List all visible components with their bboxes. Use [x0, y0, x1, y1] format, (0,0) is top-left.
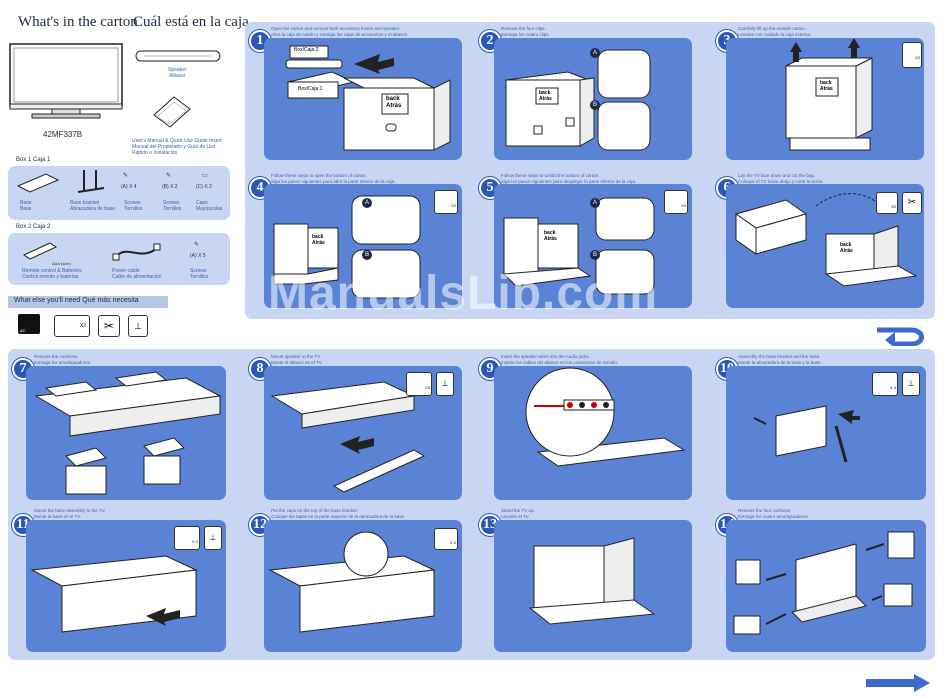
cap-x2-icon-12: X 2 — [434, 528, 458, 550]
box1-tag: Box/Caja 1 — [298, 86, 323, 92]
tv-illustration — [8, 42, 124, 120]
power-cable-icon — [112, 243, 161, 261]
step-12-illustration: X 2 — [264, 520, 462, 652]
speaker-illustration — [134, 45, 222, 67]
screw-a-qty: (A) X 4 — [121, 184, 137, 190]
title-es: Cuál está en la caja — [133, 14, 249, 30]
step-14-text: Remove the four cushions.Extraiga los cu… — [738, 508, 810, 519]
screw-b-icon: ✎ — [166, 173, 172, 179]
callout-a-4: A — [362, 198, 372, 208]
people-x2-icon-3: X2 — [902, 42, 922, 68]
battery-size: AAA (size) — [52, 261, 71, 266]
step-4-text: Follow these steps to open the bottom of… — [271, 173, 396, 184]
screw-b-qty: (B) X 2 — [162, 184, 178, 190]
manual-illustration — [150, 93, 194, 131]
people-x2-icon-6: X2 — [876, 192, 898, 214]
two-people-icon: X2 — [54, 315, 90, 337]
box2-label: Box 2 Caja 2 — [16, 224, 51, 230]
step-13-illustration — [494, 520, 692, 652]
callout-b-4: B — [362, 250, 372, 260]
box2-tag: Box/Caja 2 — [294, 47, 319, 53]
callout-b-5: B — [590, 250, 600, 260]
turn-arrow-icon — [875, 322, 931, 348]
step-14-illustration — [726, 520, 926, 652]
step-11-text: Mount the base assembly to the TV.Monte … — [34, 508, 106, 519]
callout-b: B — [590, 100, 600, 110]
screw-c-icon: ✎ — [194, 242, 200, 248]
need-tools: AC X2 ✂ ⊥ — [18, 314, 148, 338]
callout-a-5: A — [590, 198, 600, 208]
base-bracket-icon — [77, 170, 105, 193]
remote-icon — [22, 242, 58, 260]
step-12-text: Put the caps on the top of the base brac… — [271, 508, 406, 519]
cap-icon: ▭ — [202, 173, 208, 179]
step-1-text: Open the carton and remove both accessor… — [271, 26, 409, 37]
step-7-text: Remove the cushions.Extraiga los amortig… — [34, 354, 92, 365]
screwdriver-icon-8: ⊥ — [436, 372, 454, 396]
next-page-arrow-icon — [866, 674, 930, 692]
step-8-text: Mount speaker to the TV.Monte el altavoz… — [271, 354, 323, 365]
callout-a: A — [590, 48, 600, 58]
step-9-text: Insert the speaker wires into the Audio … — [501, 354, 619, 365]
need-header: What else you'll need Qué más necesita — [8, 296, 168, 308]
ac-outlet-icon: AC — [18, 314, 40, 334]
screwdriver-icon-10: ⊥ — [902, 372, 920, 396]
box1-label: Box 1 Caja 1 — [16, 157, 51, 163]
screw-c-qty: (A) X 5 — [190, 253, 206, 259]
step-6-text: Lay the TV face down and cut the bag.Col… — [738, 173, 824, 184]
people-x3-icon-5: X3 — [664, 190, 688, 214]
screw-x3-icon-8: X3 — [406, 372, 432, 396]
step-11-illustration: X 2 ⊥ — [26, 520, 226, 652]
model-number: 42MF337B — [43, 130, 83, 139]
step-10-text: Assembly the base bracket and the base.M… — [738, 354, 822, 365]
watermark: ManualsLib.com — [268, 267, 659, 320]
title-en: What's in the carton — [18, 14, 138, 30]
step-9-illustration — [494, 366, 692, 500]
step-7-illustration — [26, 366, 226, 500]
step-2-text: Remove the four clips.Extraiga los cuatr… — [501, 26, 550, 37]
screwdriver-icon-11: ⊥ — [204, 526, 222, 550]
step-8-illustration: X3 ⊥ — [264, 366, 462, 500]
screwdriver-icon: ⊥ — [128, 315, 148, 337]
step-5-text: Follow these steps to unfold the bottom … — [501, 173, 637, 184]
step-10-illustration: X 4 ⊥ — [726, 366, 926, 500]
screw-x4-icon-10: X 4 — [872, 372, 898, 396]
step-3-text: Carefully lift up the outside carton.Lev… — [738, 26, 812, 37]
base-icon — [16, 173, 60, 193]
scissors-icon: ✂ — [98, 315, 120, 337]
screw-x2-icon-11: X 2 — [174, 526, 200, 550]
screw-a-icon: ✎ — [123, 173, 129, 179]
people-x2-icon-4: X2 — [434, 190, 458, 214]
step-13-text: Stand the TV up.Levante el TV. — [501, 508, 535, 519]
scissors-icon-6: ✂ — [902, 192, 922, 214]
cap-qty: (C) X 2 — [196, 184, 212, 190]
